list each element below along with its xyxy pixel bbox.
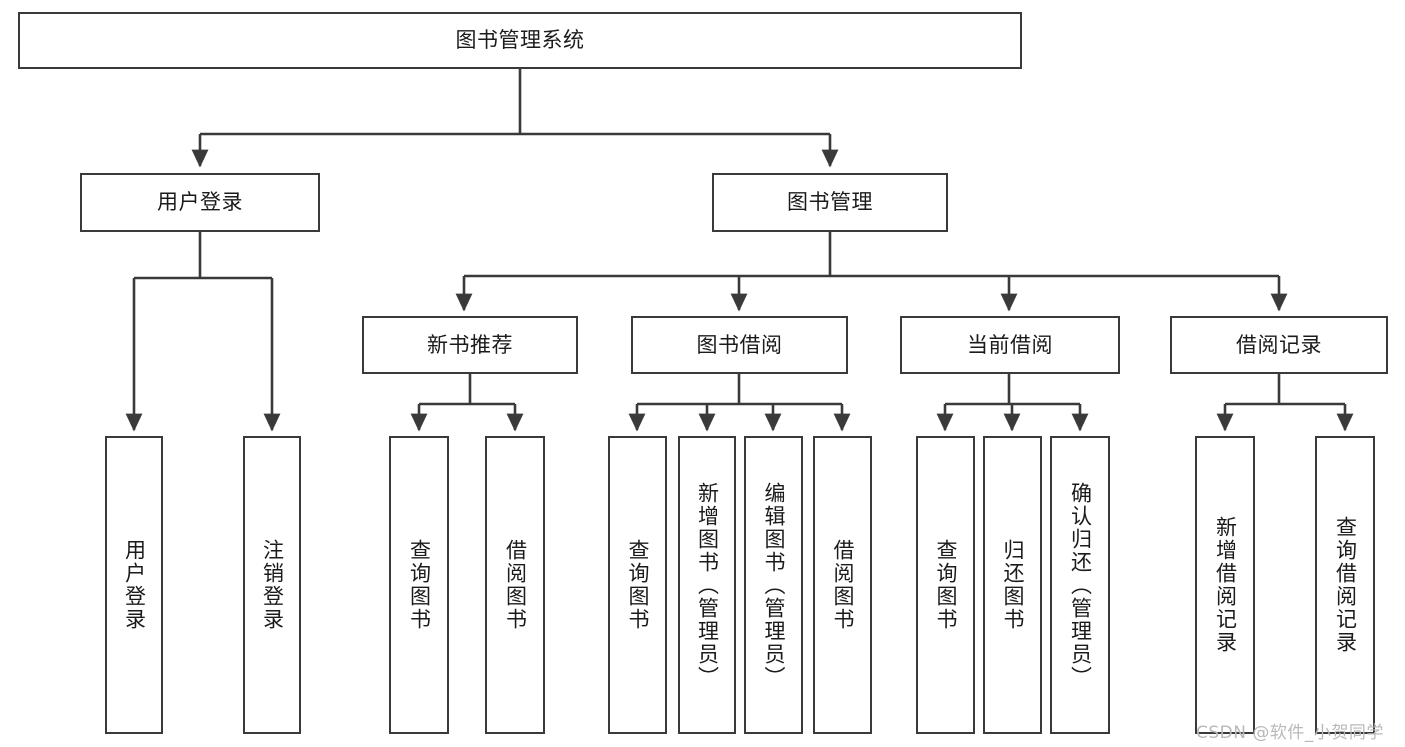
node-current-borrow[interactable]: 当前借阅 [900, 316, 1120, 374]
node-label: 查询图书 [407, 539, 432, 631]
node-label: 新书推荐 [427, 332, 513, 357]
node-label: 当前借阅 [967, 332, 1053, 357]
node-leaf-borrow-book-recommend[interactable]: 借阅图书 [485, 436, 545, 734]
node-book-management[interactable]: 图书管理 [712, 173, 948, 232]
node-label: 查询图书 [934, 539, 958, 631]
node-root-system[interactable]: 图书管理系统 [18, 12, 1022, 69]
node-leaf-add-borrow-record[interactable]: 新增借阅记录 [1195, 436, 1255, 734]
node-user-login[interactable]: 用户登录 [80, 173, 320, 232]
node-label: 查询借阅记录 [1333, 516, 1358, 654]
node-label: 图书管理系统 [455, 28, 585, 53]
node-label: 用户登录 [122, 539, 147, 631]
node-label: 图书借阅 [696, 332, 783, 357]
node-leaf-return-book[interactable]: 归还图书 [983, 436, 1042, 734]
node-leaf-edit-book-admin[interactable]: 编辑图书（管理员） [744, 436, 803, 734]
node-leaf-query-borrow-record[interactable]: 查询借阅记录 [1315, 436, 1375, 734]
node-new-book-recommend[interactable]: 新书推荐 [362, 316, 578, 374]
node-label: 确认归还（管理员） [1068, 482, 1093, 689]
node-borrow-record[interactable]: 借阅记录 [1170, 316, 1388, 374]
node-label: 用户登录 [157, 190, 243, 215]
node-leaf-borrow-book[interactable]: 借阅图书 [813, 436, 872, 734]
node-leaf-query-book-borrow[interactable]: 查询图书 [608, 436, 667, 734]
node-label: 编辑图书（管理员） [762, 482, 786, 689]
node-label: 查询图书 [626, 539, 650, 631]
node-leaf-query-book-current[interactable]: 查询图书 [916, 436, 975, 734]
node-label: 归还图书 [1001, 539, 1025, 631]
node-label: 新增借阅记录 [1213, 516, 1238, 654]
node-book-borrow[interactable]: 图书借阅 [631, 316, 848, 374]
node-label: 图书管理 [787, 190, 873, 215]
node-label: 借阅图书 [503, 539, 528, 631]
node-leaf-add-book-admin[interactable]: 新增图书（管理员） [678, 436, 736, 734]
node-label: 借阅记录 [1236, 332, 1322, 357]
node-label: 借阅图书 [831, 539, 855, 631]
node-leaf-user-logout[interactable]: 注销登录 [243, 436, 301, 734]
node-label: 新增图书（管理员） [695, 482, 720, 689]
node-label: 注销登录 [260, 539, 285, 631]
node-leaf-user-login[interactable]: 用户登录 [105, 436, 163, 734]
node-leaf-confirm-return-admin[interactable]: 确认归还（管理员） [1050, 436, 1110, 734]
node-leaf-query-book-recommend[interactable]: 查询图书 [389, 436, 449, 734]
